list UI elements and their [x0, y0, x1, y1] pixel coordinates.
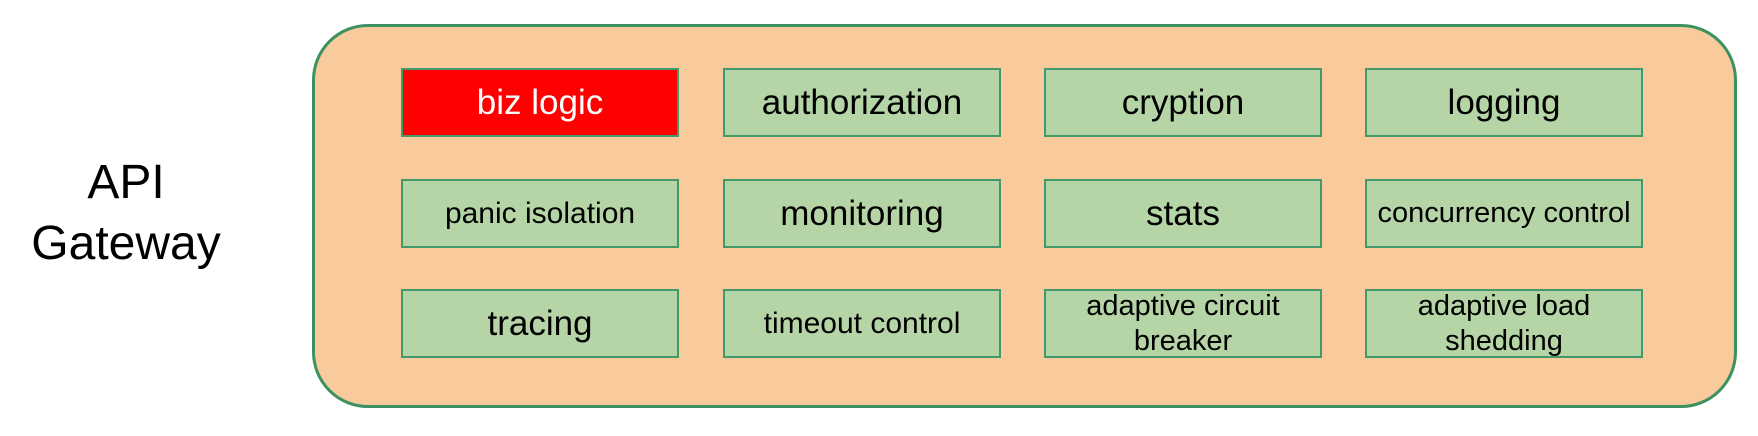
feature-box-tracing: tracing: [401, 289, 679, 358]
feature-label: timeout control: [763, 306, 961, 340]
api-gateway-container: biz logic authorization cryption logging…: [312, 24, 1737, 408]
api-gateway-title-line2: Gateway: [31, 217, 221, 270]
feature-box-stats: stats: [1044, 179, 1322, 248]
feature-label: monitoring: [780, 193, 944, 233]
feature-box-monitoring: monitoring: [723, 179, 1001, 248]
feature-label: stats: [1146, 193, 1220, 233]
feature-box-panic-isolation: panic isolation: [401, 179, 679, 248]
feature-label: cryption: [1121, 82, 1245, 122]
feature-label: panic isolation: [444, 196, 636, 230]
feature-box-cryption: cryption: [1044, 68, 1322, 137]
feature-box-concurrency-control: concurrency control: [1365, 179, 1643, 248]
feature-label: logging: [1447, 82, 1561, 122]
feature-box-timeout-control: timeout control: [723, 289, 1001, 358]
feature-label: tracing: [487, 303, 593, 343]
feature-box-authorization: authorization: [723, 68, 1001, 137]
api-gateway-title: API Gateway: [10, 152, 242, 274]
feature-box-logging: logging: [1365, 68, 1643, 137]
api-gateway-title-line1: API: [87, 156, 165, 209]
feature-box-biz-logic: biz logic: [401, 68, 679, 137]
feature-label: biz logic: [476, 82, 604, 122]
feature-label: adaptive load shedding: [1417, 290, 1591, 357]
feature-label: adaptive circuit breaker: [1086, 290, 1280, 357]
feature-label: concurrency control: [1377, 197, 1631, 230]
feature-box-adaptive-load-shedding: adaptive load shedding: [1365, 289, 1643, 358]
feature-label: authorization: [761, 82, 963, 122]
feature-box-adaptive-circuit-breaker: adaptive circuit breaker: [1044, 289, 1322, 358]
